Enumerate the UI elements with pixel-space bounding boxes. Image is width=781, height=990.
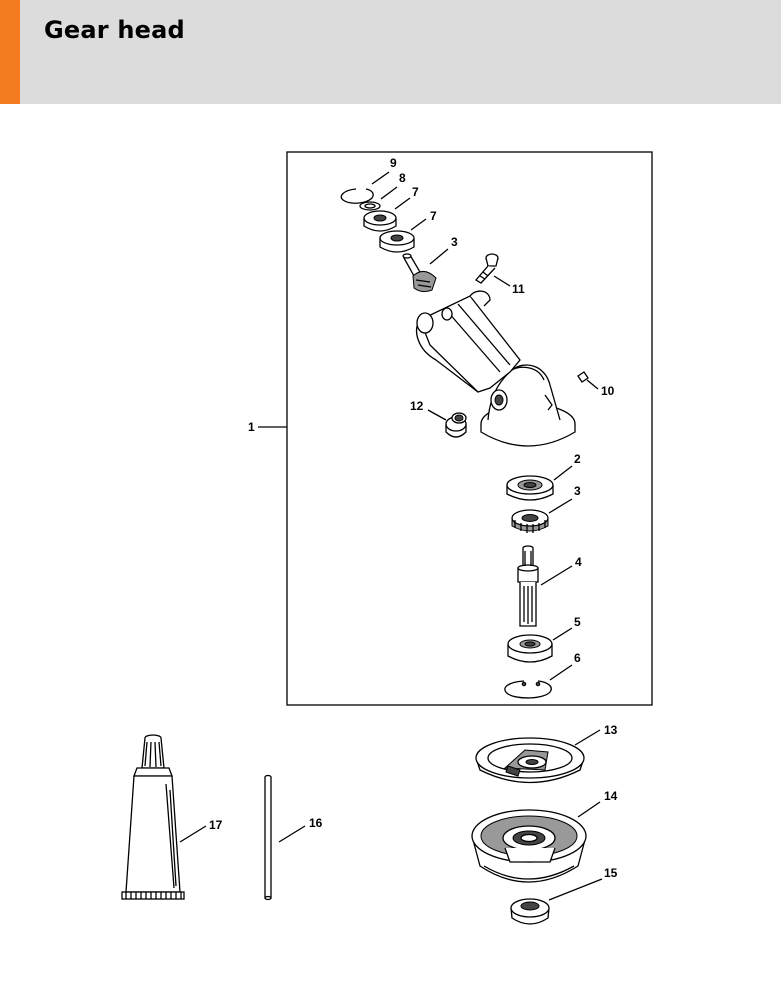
part-3-bevel-pinion-upper[interactable]: 3 [402, 235, 458, 293]
page-header: Gear head [0, 0, 781, 104]
svg-text:13: 13 [604, 723, 618, 737]
svg-text:3: 3 [574, 484, 581, 498]
assembly-frame [286, 151, 653, 706]
part-14-rider-cup[interactable]: 14 [471, 789, 618, 883]
part-2-ball-bearing[interactable]: 2 [506, 452, 581, 501]
svg-text:11: 11 [512, 282, 525, 296]
svg-text:3: 3 [451, 235, 458, 249]
part-4-output-shaft[interactable]: 4 [517, 545, 582, 627]
svg-text:8: 8 [399, 171, 406, 185]
svg-text:14: 14 [604, 789, 618, 803]
part-7-bearing-lower[interactable]: 7 [379, 209, 437, 253]
part-7-bearing-upper[interactable]: 7 [363, 185, 419, 232]
part-17-grease-tube[interactable]: 17 [121, 734, 223, 900]
svg-text:5: 5 [574, 615, 581, 629]
svg-text:16: 16 [309, 816, 323, 830]
part-3-bevel-gear-lower[interactable]: 3 [511, 484, 581, 533]
part-15-nut[interactable]: 15 [510, 866, 618, 925]
svg-text:7: 7 [430, 209, 437, 223]
part-11-screw[interactable]: 11 [475, 253, 525, 296]
part-6-circlip[interactable]: 6 [504, 651, 581, 699]
page-title: Gear head [44, 16, 185, 44]
svg-text:9: 9 [390, 156, 397, 170]
svg-text:2: 2 [574, 452, 581, 466]
part-13-thrust-plate[interactable]: 13 [475, 723, 618, 784]
part-10-set-screw[interactable]: 10 [577, 371, 615, 398]
svg-text:7: 7 [412, 185, 419, 199]
svg-text:15: 15 [604, 866, 618, 880]
part-9-retaining-ring[interactable]: 9 [340, 156, 397, 204]
svg-text:6: 6 [574, 651, 581, 665]
part-8-washer[interactable]: 8 [359, 171, 406, 211]
svg-text:10: 10 [601, 384, 615, 398]
gear-housing[interactable] [415, 290, 576, 447]
callout-1[interactable]: 1 [248, 420, 287, 434]
part-5-ball-bearing[interactable]: 5 [507, 615, 581, 663]
svg-text:1: 1 [248, 420, 255, 434]
svg-text:12: 12 [410, 399, 424, 413]
part-12-plug[interactable]: 12 [410, 399, 467, 438]
header-accent-bar [0, 0, 20, 104]
part-16-locking-pin[interactable]: 16 [264, 774, 323, 901]
svg-text:4: 4 [575, 555, 582, 569]
svg-text:17: 17 [209, 818, 223, 832]
